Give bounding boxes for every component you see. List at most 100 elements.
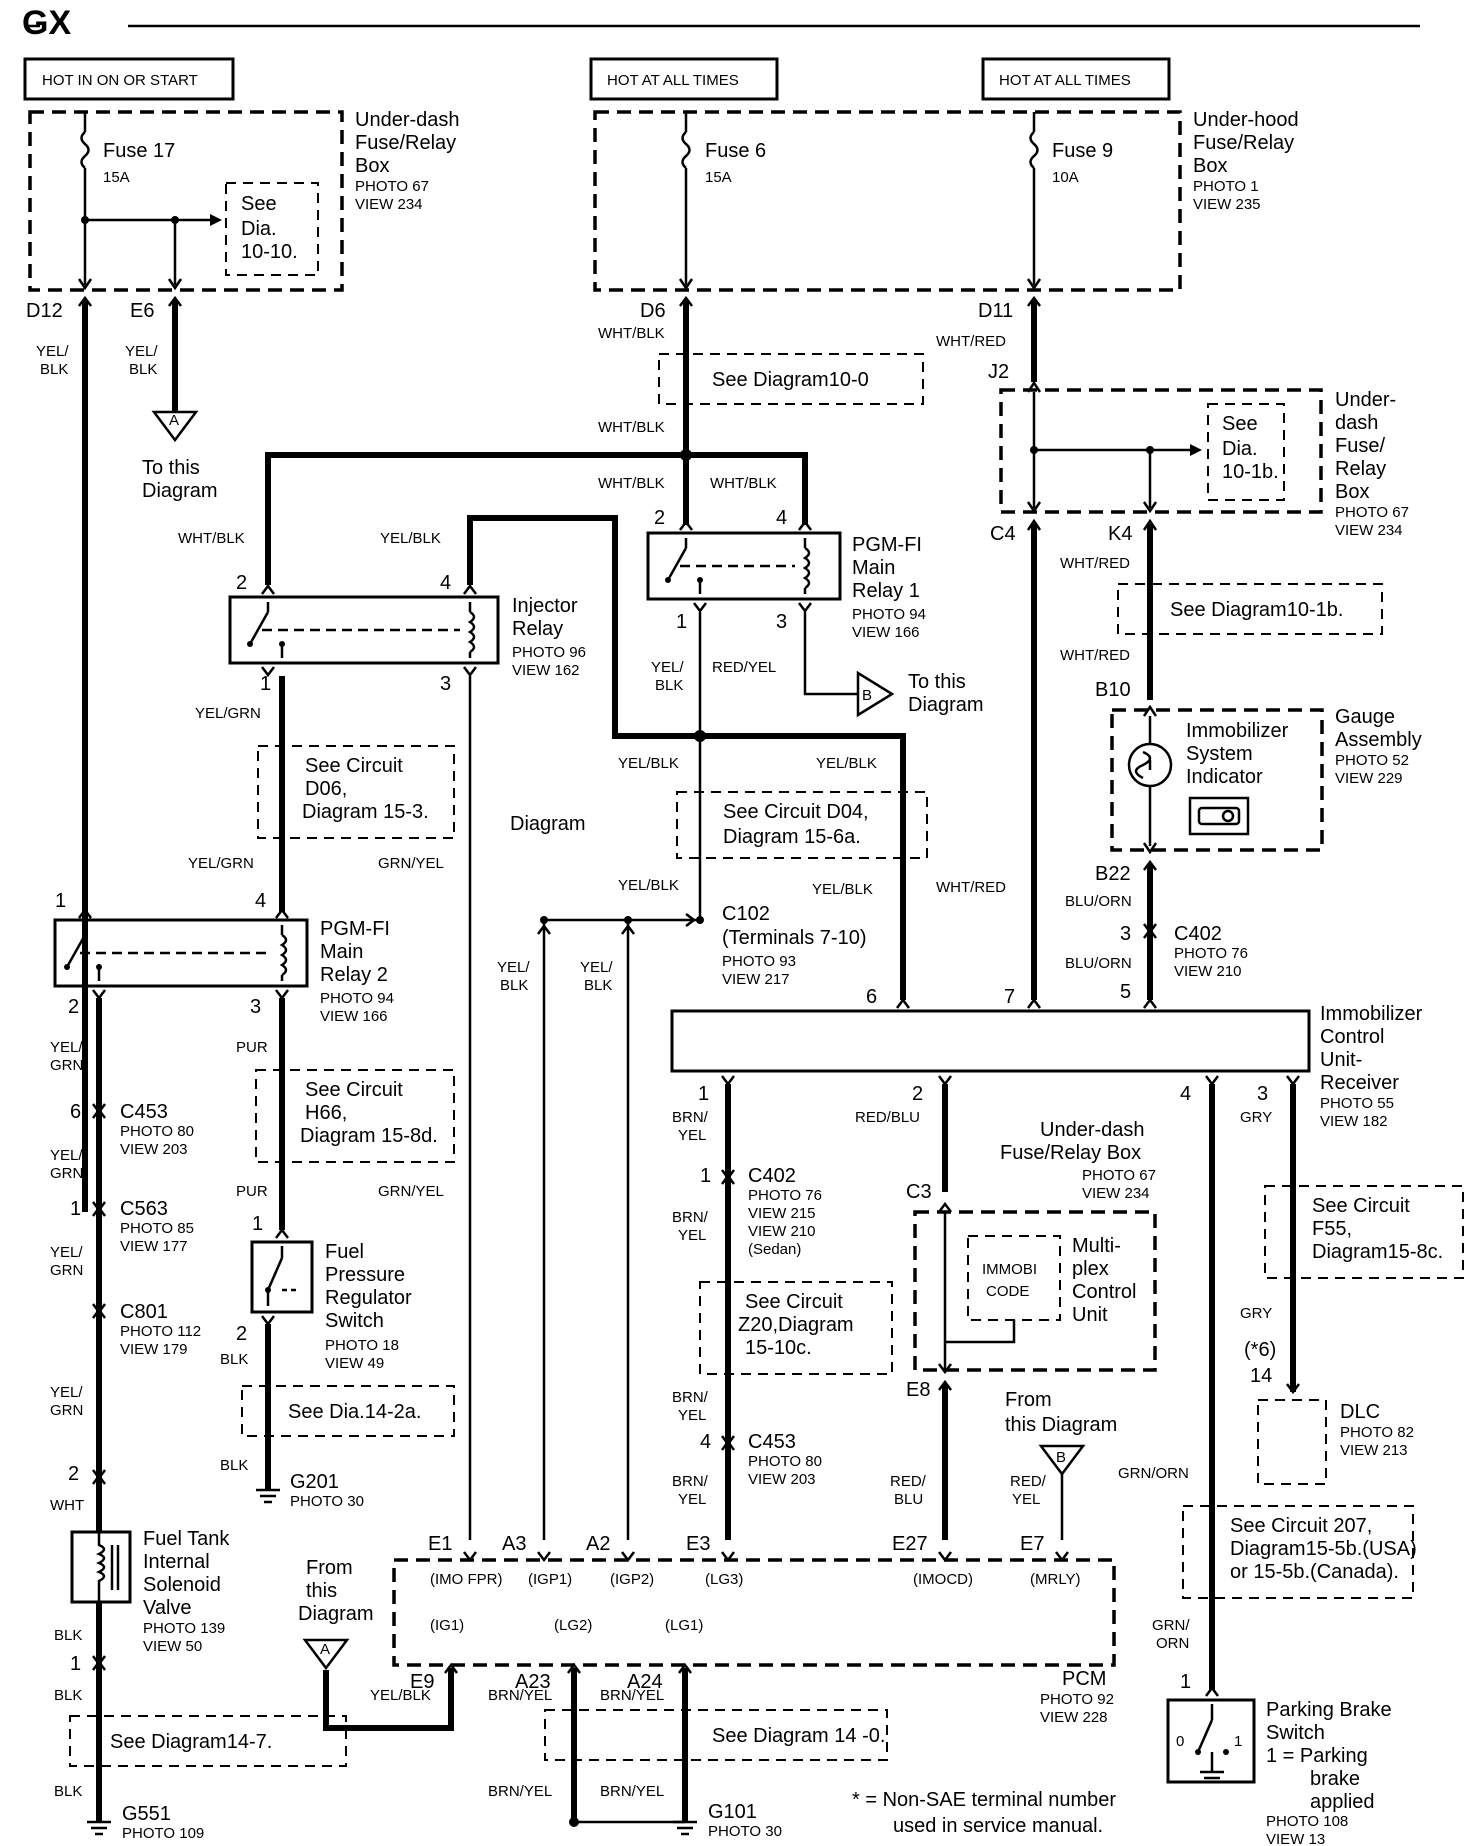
svg-text:D06,: D06, — [305, 778, 347, 800]
svg-text:Dia.: Dia. — [1222, 438, 1258, 460]
svg-text:PHOTO 55: PHOTO 55 — [1320, 1095, 1394, 1112]
svg-text:PHOTO 94: PHOTO 94 — [320, 990, 394, 1007]
svg-text:(Sedan): (Sedan) — [748, 1241, 801, 1258]
svg-text:E8: E8 — [906, 1379, 930, 1401]
svg-text:2: 2 — [654, 507, 665, 529]
svg-text:YEL/BLK: YEL/BLK — [618, 755, 679, 772]
svg-text:PHOTO 112: PHOTO 112 — [120, 1323, 201, 1340]
svg-text:WHT/RED: WHT/RED — [936, 879, 1006, 896]
svg-text:See Circuit 207,: See Circuit 207, — [1230, 1515, 1372, 1537]
key-icon — [1188, 796, 1250, 836]
svg-text:RED/: RED/ — [890, 1473, 927, 1490]
connector-c102: C102 (Terminals 7-10) PHOTO 93 VIEW 217 — [722, 903, 866, 988]
svg-text:VIEW 234: VIEW 234 — [1082, 1185, 1150, 1202]
svg-text:Relay: Relay — [1335, 458, 1386, 480]
svg-text:2: 2 — [912, 1083, 923, 1105]
svg-text:(*6): (*6) — [1244, 1339, 1276, 1361]
svg-text:BLK: BLK — [220, 1457, 248, 1474]
svg-text:PHOTO 67: PHOTO 67 — [1082, 1167, 1156, 1184]
footnote-line-1: * = Non-SAE terminal number — [852, 1789, 1116, 1811]
svg-text:PHOTO 109: PHOTO 109 — [122, 1825, 204, 1842]
svg-text:BRN/YEL: BRN/YEL — [600, 1783, 664, 1800]
fuse-6: Fuse 6 15A — [681, 112, 766, 285]
svg-text:Under-dash: Under-dash — [1040, 1119, 1145, 1141]
svg-text:WHT: WHT — [50, 1497, 84, 1514]
svg-text:Indicator: Indicator — [1186, 766, 1263, 788]
svg-text:Control: Control — [1320, 1026, 1384, 1048]
svg-text:applied: applied — [1310, 1791, 1375, 1813]
svg-text:See Diagram10-1b.: See Diagram10-1b. — [1170, 599, 1343, 621]
svg-text:BRN/: BRN/ — [672, 1389, 709, 1406]
svg-text:DLC: DLC — [1340, 1401, 1380, 1423]
svg-text:D11: D11 — [978, 300, 1013, 322]
svg-text:15A: 15A — [103, 169, 130, 186]
svg-text:C3: C3 — [906, 1181, 932, 1203]
svg-text:VIEW 229: VIEW 229 — [1335, 770, 1403, 787]
svg-text:1: 1 — [260, 673, 271, 695]
svg-text:Relay 1: Relay 1 — [852, 580, 920, 602]
svg-text:(LG3): (LG3) — [705, 1571, 743, 1588]
svg-text:2: 2 — [68, 996, 79, 1018]
svg-text:PHOTO 80: PHOTO 80 — [748, 1453, 822, 1470]
svg-text:VIEW 215: VIEW 215 — [748, 1205, 816, 1222]
svg-text:From: From — [306, 1557, 353, 1579]
svg-text:E6: E6 — [130, 300, 154, 322]
svg-text:YEL: YEL — [678, 1491, 706, 1508]
ref-b-in: B — [1038, 1444, 1086, 1477]
svg-text:YEL/: YEL/ — [497, 959, 530, 976]
svg-text:Under-dash: Under-dash — [355, 109, 460, 131]
svg-text:(IMO FPR): (IMO FPR) — [430, 1571, 503, 1588]
svg-text:Switch: Switch — [325, 1310, 384, 1332]
svg-text:Main: Main — [320, 941, 363, 963]
svg-text:1: 1 — [55, 890, 66, 912]
svg-text:Main: Main — [852, 557, 895, 579]
diagram-word: Diagram — [510, 813, 586, 835]
svg-text:A: A — [169, 412, 179, 429]
pgm-fi-main-relay-1: PGM-FI Main Relay 1 PHOTO 94 VIEW 166 — [646, 531, 926, 641]
svg-text:1: 1 — [676, 611, 687, 633]
svg-text:A24: A24 — [627, 1671, 663, 1693]
fuel-pressure-regulator-switch: Fuel Pressure Regulator Switch PHOTO 18 … — [250, 1240, 412, 1372]
svg-text:See Diagram14-7.: See Diagram14-7. — [110, 1731, 272, 1753]
svg-text:Diagram15-5b.(USA): Diagram15-5b.(USA) — [1230, 1538, 1417, 1560]
svg-text:YEL/: YEL/ — [50, 1384, 83, 1401]
svg-text:3: 3 — [776, 611, 787, 633]
svg-text:WHT/BLK: WHT/BLK — [598, 325, 665, 342]
svg-text:PHOTO 108: PHOTO 108 — [1266, 1813, 1348, 1830]
svg-text:Regulator: Regulator — [325, 1287, 412, 1309]
svg-text:Under-hood: Under-hood — [1193, 109, 1299, 131]
svg-text:1: 1 — [252, 1213, 263, 1235]
svg-text:BLU: BLU — [894, 1491, 923, 1508]
svg-text:this Diagram: this Diagram — [1005, 1414, 1117, 1436]
svg-text:See Dia.14-2a.: See Dia.14-2a. — [288, 1401, 421, 1423]
svg-text:(IGP1): (IGP1) — [528, 1571, 572, 1588]
svg-text:PHOTO 93: PHOTO 93 — [722, 953, 796, 970]
svg-text:VIEW 217: VIEW 217 — [722, 971, 790, 988]
svg-text:Fuse 9: Fuse 9 — [1052, 140, 1113, 162]
svg-text:CODE: CODE — [986, 1283, 1029, 1300]
svg-text:YEL/: YEL/ — [651, 659, 684, 676]
svg-text:Diagram15-8c.: Diagram15-8c. — [1312, 1241, 1443, 1263]
svg-text:VIEW 177: VIEW 177 — [120, 1238, 188, 1255]
svg-text:E27: E27 — [892, 1533, 928, 1555]
svg-text:C453: C453 — [748, 1431, 796, 1453]
svg-text:Unit-: Unit- — [1320, 1049, 1362, 1071]
svg-text:10-1b.: 10-1b. — [1222, 461, 1279, 483]
svg-text:PHOTO 96: PHOTO 96 — [512, 644, 586, 661]
ref-a-out: A — [151, 410, 199, 443]
svg-text:PHOTO 52: PHOTO 52 — [1335, 752, 1409, 769]
svg-text:J2: J2 — [988, 361, 1009, 383]
svg-text:A3: A3 — [502, 1533, 526, 1555]
svg-text:plex: plex — [1072, 1258, 1109, 1280]
svg-text:3: 3 — [250, 996, 261, 1018]
svg-text:Z20,Diagram: Z20,Diagram — [738, 1314, 854, 1336]
svg-text:E7: E7 — [1020, 1533, 1044, 1555]
see-circuit-z20: See Circuit Z20,Diagram 15-10c. — [699, 1281, 893, 1375]
svg-text:GRN/YEL: GRN/YEL — [378, 855, 444, 872]
svg-text:Unit: Unit — [1072, 1304, 1108, 1326]
svg-text:Multi-: Multi- — [1072, 1235, 1121, 1257]
svg-text:PHOTO 76: PHOTO 76 — [748, 1187, 822, 1204]
svg-text:4: 4 — [255, 890, 266, 912]
svg-text:1: 1 — [698, 1083, 709, 1105]
svg-text:YEL: YEL — [678, 1407, 706, 1424]
